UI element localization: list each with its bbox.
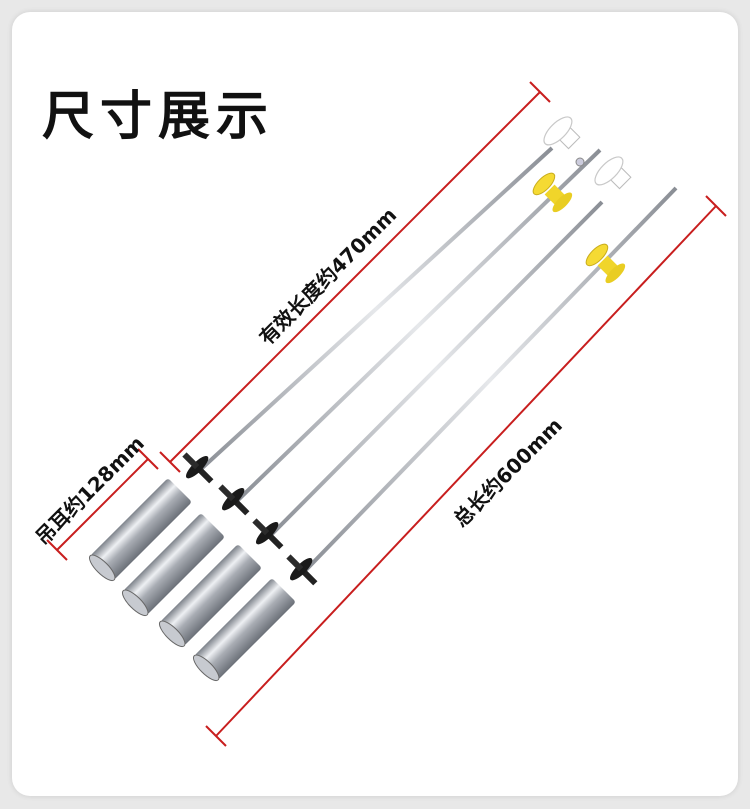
- black-washer: [182, 452, 214, 484]
- yellow-cap: [585, 243, 626, 284]
- black-washer: [218, 484, 250, 516]
- black-washer: [286, 554, 318, 586]
- rod-2: [121, 148, 602, 617]
- metal-cylinder: [158, 545, 261, 648]
- label-total-length: 总长约600mm: [449, 413, 567, 531]
- white-cap: [594, 156, 632, 190]
- page-title: 尺寸展示: [42, 87, 275, 147]
- yellow-cap: [532, 172, 573, 213]
- rod-3: [158, 156, 632, 648]
- rod-1: [88, 116, 581, 582]
- white-cap: [543, 116, 581, 150]
- dimension-hanger-length: [46, 448, 159, 561]
- dimension-total-length: [205, 195, 727, 747]
- rod-4: [192, 186, 678, 682]
- black-washer: [252, 518, 284, 550]
- product-card: 尺寸展示: [12, 12, 738, 796]
- dimension-effective-length: [159, 81, 551, 473]
- metal-cylinder: [192, 579, 295, 682]
- metal-cylinder: [88, 479, 191, 582]
- metal-cylinder: [121, 514, 224, 617]
- label-effective-length: 有效长度约470mm: [255, 203, 402, 350]
